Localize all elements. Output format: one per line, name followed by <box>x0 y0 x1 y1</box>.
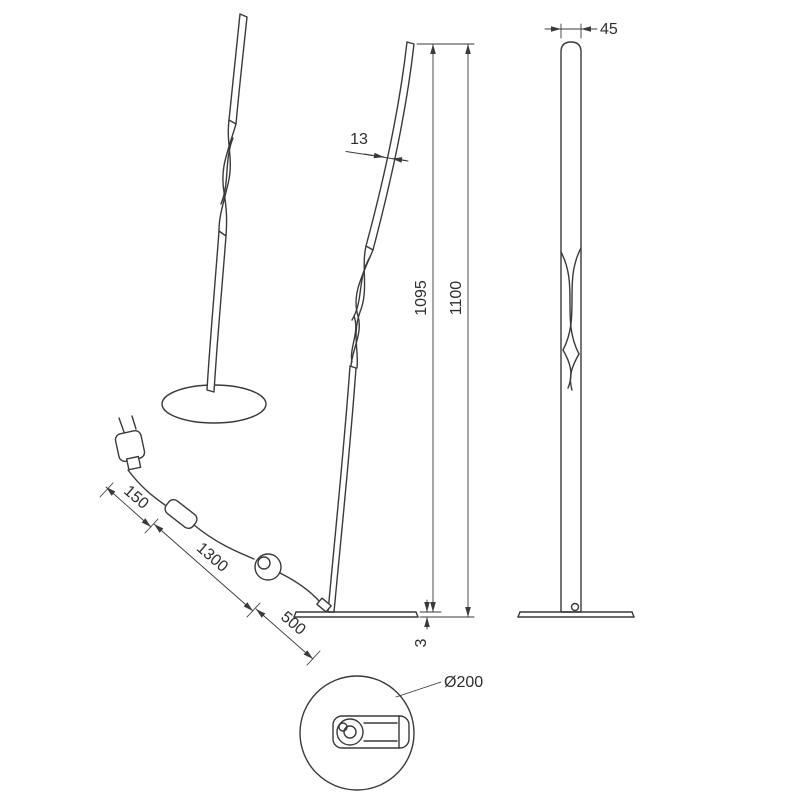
pole-twist <box>351 256 371 321</box>
dim-arrow <box>391 157 407 163</box>
dim-line-1300 <box>153 523 254 612</box>
hub-knob-detail <box>338 722 348 732</box>
pole-twist <box>218 119 231 232</box>
plug-prong <box>131 415 137 430</box>
cable <box>279 572 321 603</box>
pole-upper <box>365 41 415 251</box>
hub-knob-outer <box>336 718 364 746</box>
dim-label-1300: 1300 <box>193 540 231 576</box>
dim-label-500: 500 <box>277 608 308 638</box>
plug-prong <box>118 417 125 433</box>
pole-twist <box>350 315 357 363</box>
dimension-labels: 45 13 1095 1100 3 Ø200 150 1300 500 <box>120 21 618 691</box>
dim-tick <box>246 602 261 618</box>
dim-arrow <box>363 152 385 159</box>
dim-label-1100: 1100 <box>448 281 465 316</box>
base-plate-edge <box>517 611 635 618</box>
dim-line-500 <box>255 608 314 660</box>
dim-tick <box>144 518 159 534</box>
cable-assembly <box>114 415 332 613</box>
dimension-lines <box>99 23 598 666</box>
drawing-layer <box>99 13 635 791</box>
dim-label-150: 150 <box>120 482 151 512</box>
pole-lower <box>327 365 357 613</box>
base-screw <box>570 602 580 612</box>
bar-twist <box>560 251 580 355</box>
diameter-leader-line <box>395 681 442 698</box>
pole-lower <box>206 230 227 393</box>
dim-label-45: 45 <box>600 21 618 38</box>
dim-label-1095: 1095 <box>413 280 430 316</box>
dim-line-150 <box>105 486 152 528</box>
dim-tick <box>306 650 321 666</box>
hub-knob-inner <box>343 725 357 739</box>
detail-circle <box>299 675 415 791</box>
base-plate-edge <box>293 611 419 618</box>
bar-twist <box>562 247 582 351</box>
dim-label-3: 3 <box>413 638 430 647</box>
bar-twist <box>562 349 572 389</box>
plug-body <box>114 430 146 462</box>
foot-switch-button <box>257 556 271 570</box>
ext-line <box>560 23 582 39</box>
dim-tick <box>99 482 114 498</box>
cable-connector <box>316 597 332 613</box>
plug-neck <box>125 455 142 471</box>
pole-twist <box>355 245 367 369</box>
view-front <box>293 41 419 618</box>
detail-view <box>299 675 442 791</box>
bar-twist <box>569 353 580 391</box>
view-perspective <box>161 13 267 424</box>
pole-upper <box>228 13 248 125</box>
view-side <box>517 41 635 618</box>
dim-label-13: 13 <box>350 131 368 148</box>
pole-twist <box>220 137 234 205</box>
dim-label-diameter: Ø200 <box>444 674 483 691</box>
